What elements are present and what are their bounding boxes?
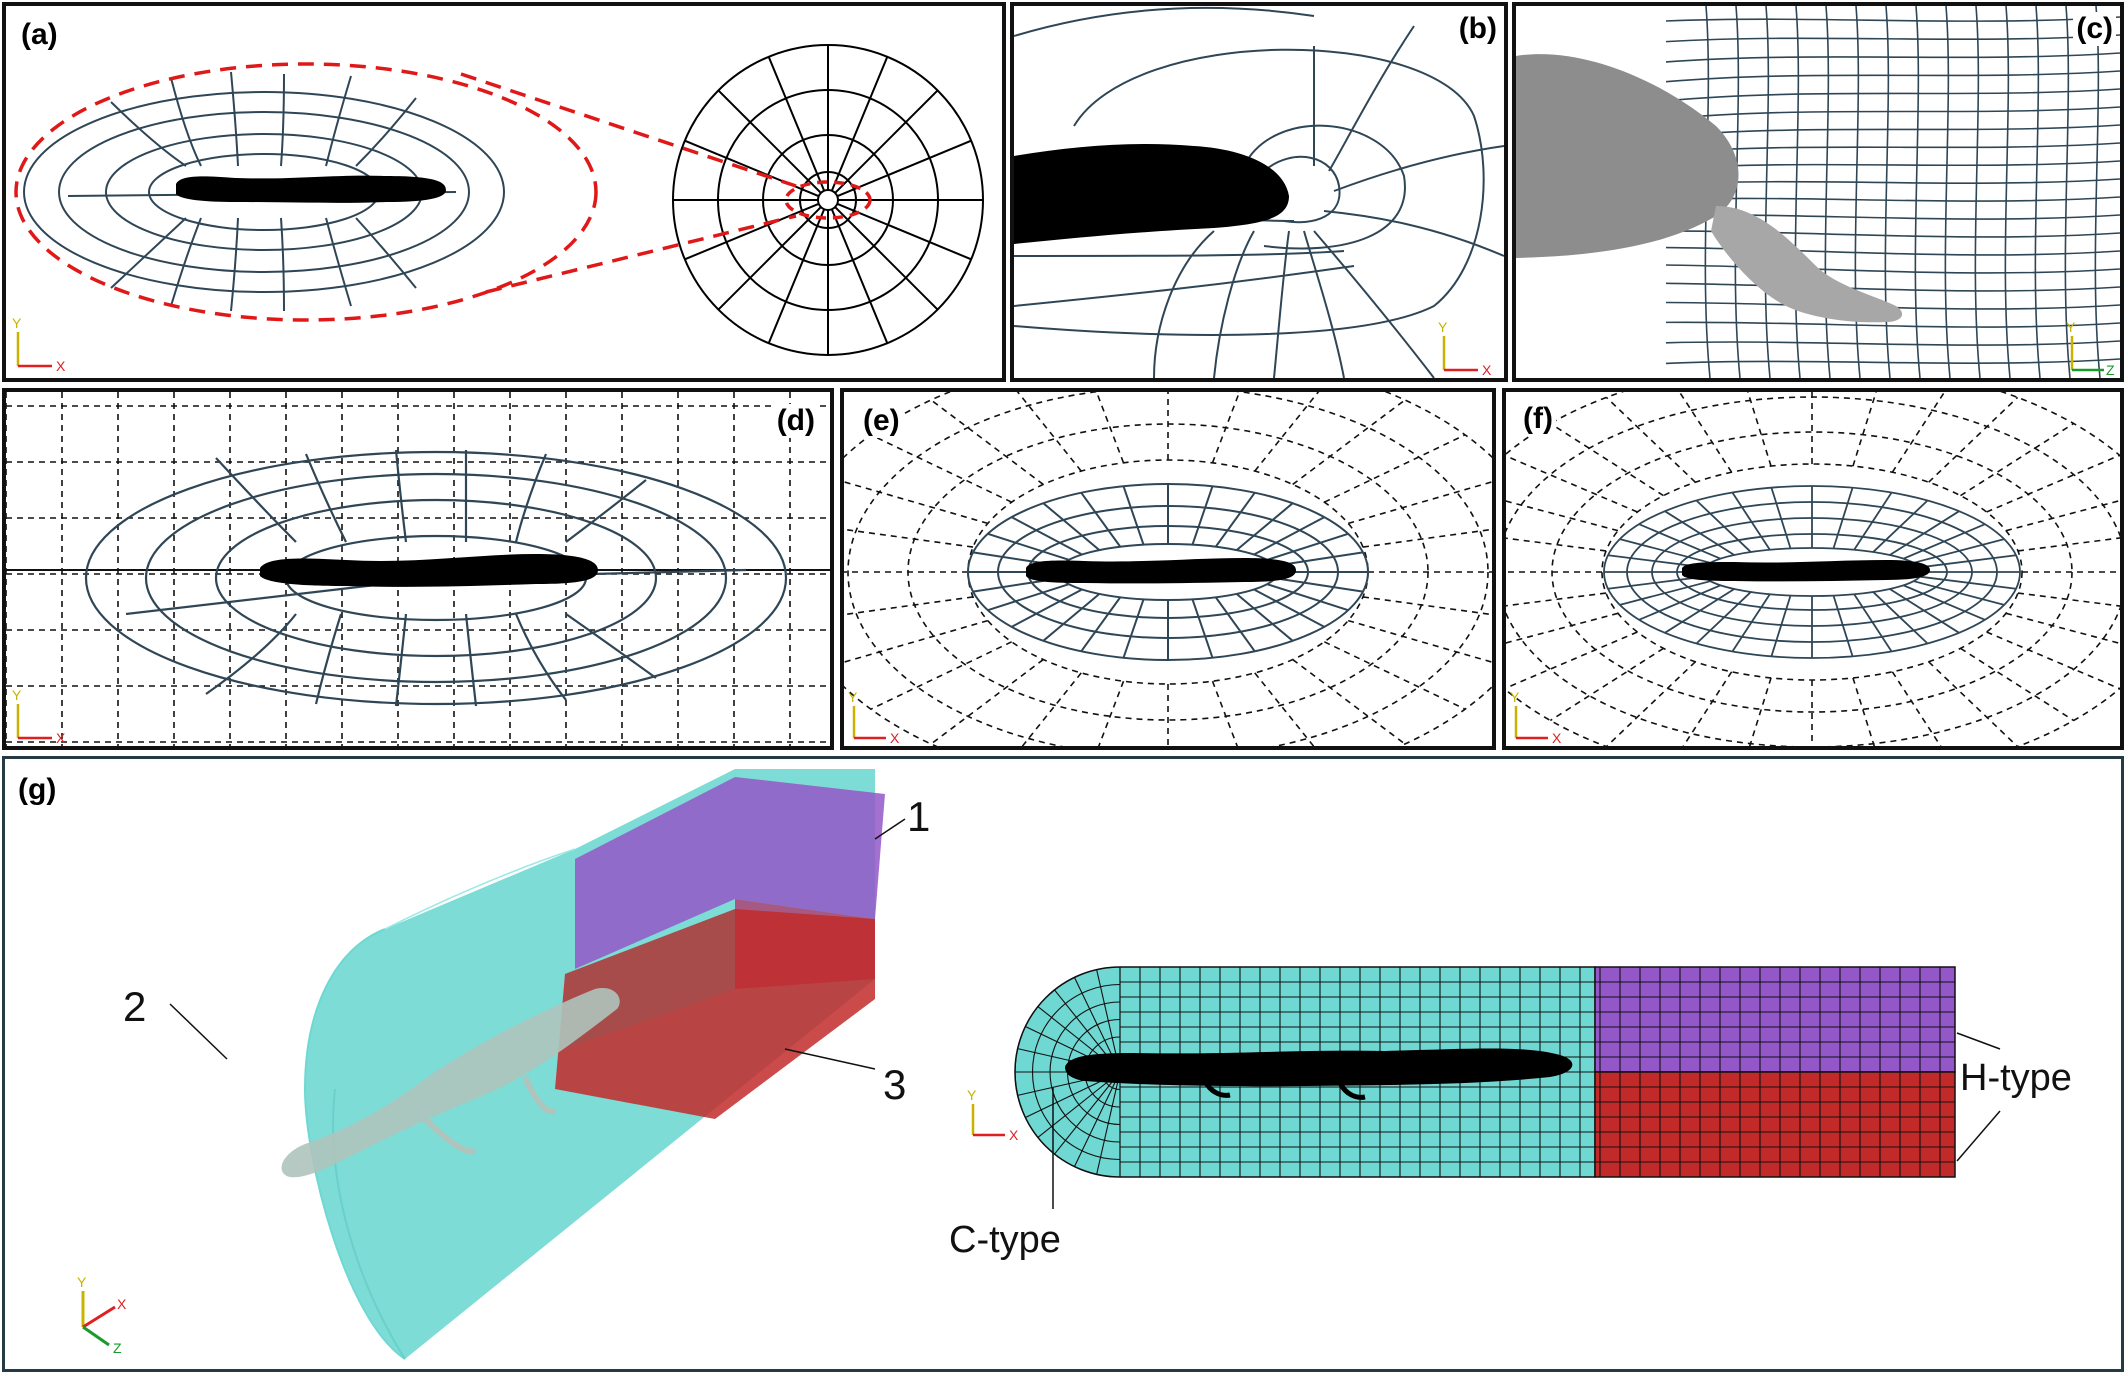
coordinate-triad-icon: Y X (848, 689, 900, 746)
salamander-silhouette (176, 175, 446, 203)
panel-a: Y X (a) (2, 2, 1006, 382)
panel-f-label: (f) (1520, 402, 1556, 436)
two-d-topology: Y X (967, 966, 2001, 1209)
coordinate-triad-icon: Y X (1510, 689, 1562, 746)
mesh-b (1014, 6, 1504, 378)
panel-a-graphic: Y X (12, 44, 984, 374)
axis-y-label: Y (2066, 319, 2076, 335)
leader-1 (874, 818, 906, 840)
axis-y-label: Y (12, 315, 22, 331)
axis-z-label: Z (2106, 362, 2115, 378)
salamander-silhouette (1065, 1048, 1573, 1087)
outer-mesh-dashed (1506, 392, 2120, 746)
block-number-1: 1 (907, 793, 930, 840)
h-type-upper-purple (1594, 966, 1956, 1073)
axis-y-label: Y (967, 1087, 977, 1103)
leader-3 (784, 1048, 876, 1070)
panel-b-graphic: Y X (1014, 6, 1504, 378)
axis-x-label: X (56, 730, 66, 746)
axis-x-label: X (117, 1296, 127, 1312)
panel-a-label: (a) (18, 18, 61, 52)
axis-x-label: X (890, 730, 900, 746)
axis-y-label: Y (12, 687, 22, 703)
panel-d: Y X (d) (2, 388, 834, 750)
salamander-3d-render (281, 988, 620, 1178)
h-type-lower-red (1594, 1071, 1956, 1178)
panel-d-graphic: Y X (6, 392, 830, 746)
h-type-label: H-type (1960, 1057, 2072, 1099)
leader-h-type-lower (1956, 1110, 2001, 1162)
zoom-connector-bottom (485, 214, 797, 294)
zoom-connector-top (460, 72, 797, 188)
polar-grid (672, 44, 984, 356)
panel-f-graphic: Y X (1506, 392, 2120, 746)
zoom-region-dashed (784, 180, 872, 220)
block-3-red (555, 909, 875, 1119)
axis-x-label: X (1482, 362, 1492, 378)
coordinate-triad-icon: Y X (967, 1087, 1019, 1143)
panel-g-graphic: 1 2 3 Y X Z (77, 769, 2001, 1360)
coordinate-triad-icon: Y X Z (77, 1274, 127, 1356)
panel-e: Y X (e) (840, 388, 1496, 750)
inner-mesh (1603, 485, 2021, 659)
leader-2 (169, 1003, 228, 1060)
axis-y-label: Y (848, 689, 858, 705)
coordinate-triad-icon: Y Z (2066, 319, 2115, 378)
block-number-2: 2 (123, 983, 146, 1030)
axis-y-label: Y (77, 1274, 87, 1290)
panel-c-graphic: Y Z (1516, 6, 2120, 378)
axis-y-label: Y (1438, 319, 1448, 335)
axis-x-label: X (1552, 730, 1562, 746)
leader-h-type-upper (1956, 1032, 2001, 1050)
panel-e-graphic: Y X (844, 392, 1492, 746)
salamander-silhouette (1026, 558, 1296, 584)
salamander-limb-render (1711, 206, 1903, 323)
c-type-label: C-type (949, 1219, 1061, 1261)
coordinate-triad-icon: Y X (12, 315, 66, 374)
block-1-purple (575, 777, 885, 969)
block-number-3: 3 (883, 1061, 906, 1108)
panel-b: Y X (b) (1010, 2, 1508, 382)
axis-x-label: X (1009, 1127, 1019, 1143)
panel-b-label: (b) (1455, 12, 1500, 46)
three-d-domain: 1 2 3 Y X Z (77, 769, 930, 1360)
salamander-silhouette (1682, 560, 1930, 582)
panel-e-label: (e) (860, 404, 903, 438)
outer-mesh-dashed (844, 392, 1492, 746)
panel-g: 1 2 3 Y X Z (2, 756, 2124, 1372)
panel-d-label: (d) (773, 404, 818, 438)
salamander-head-silhouette (1014, 144, 1289, 244)
axis-z-label: Z (113, 1340, 122, 1356)
axis-y-label: Y (1510, 689, 1520, 705)
salamander-silhouette (260, 554, 598, 587)
panel-g-label: (g) (15, 773, 60, 807)
panel-c-label: (c) (2073, 12, 2116, 46)
panel-f: Y X (f) (1502, 388, 2124, 750)
mesh-a-rings (23, 91, 505, 293)
salamander-head-render (1516, 54, 1739, 258)
coordinate-triad-icon: Y X (12, 687, 66, 746)
far-field-boundary-dashed (14, 62, 598, 322)
coordinate-triad-icon: Y X (1438, 319, 1492, 378)
panel-c: Y Z (c) (1512, 2, 2124, 382)
axis-x-label: X (56, 358, 66, 374)
